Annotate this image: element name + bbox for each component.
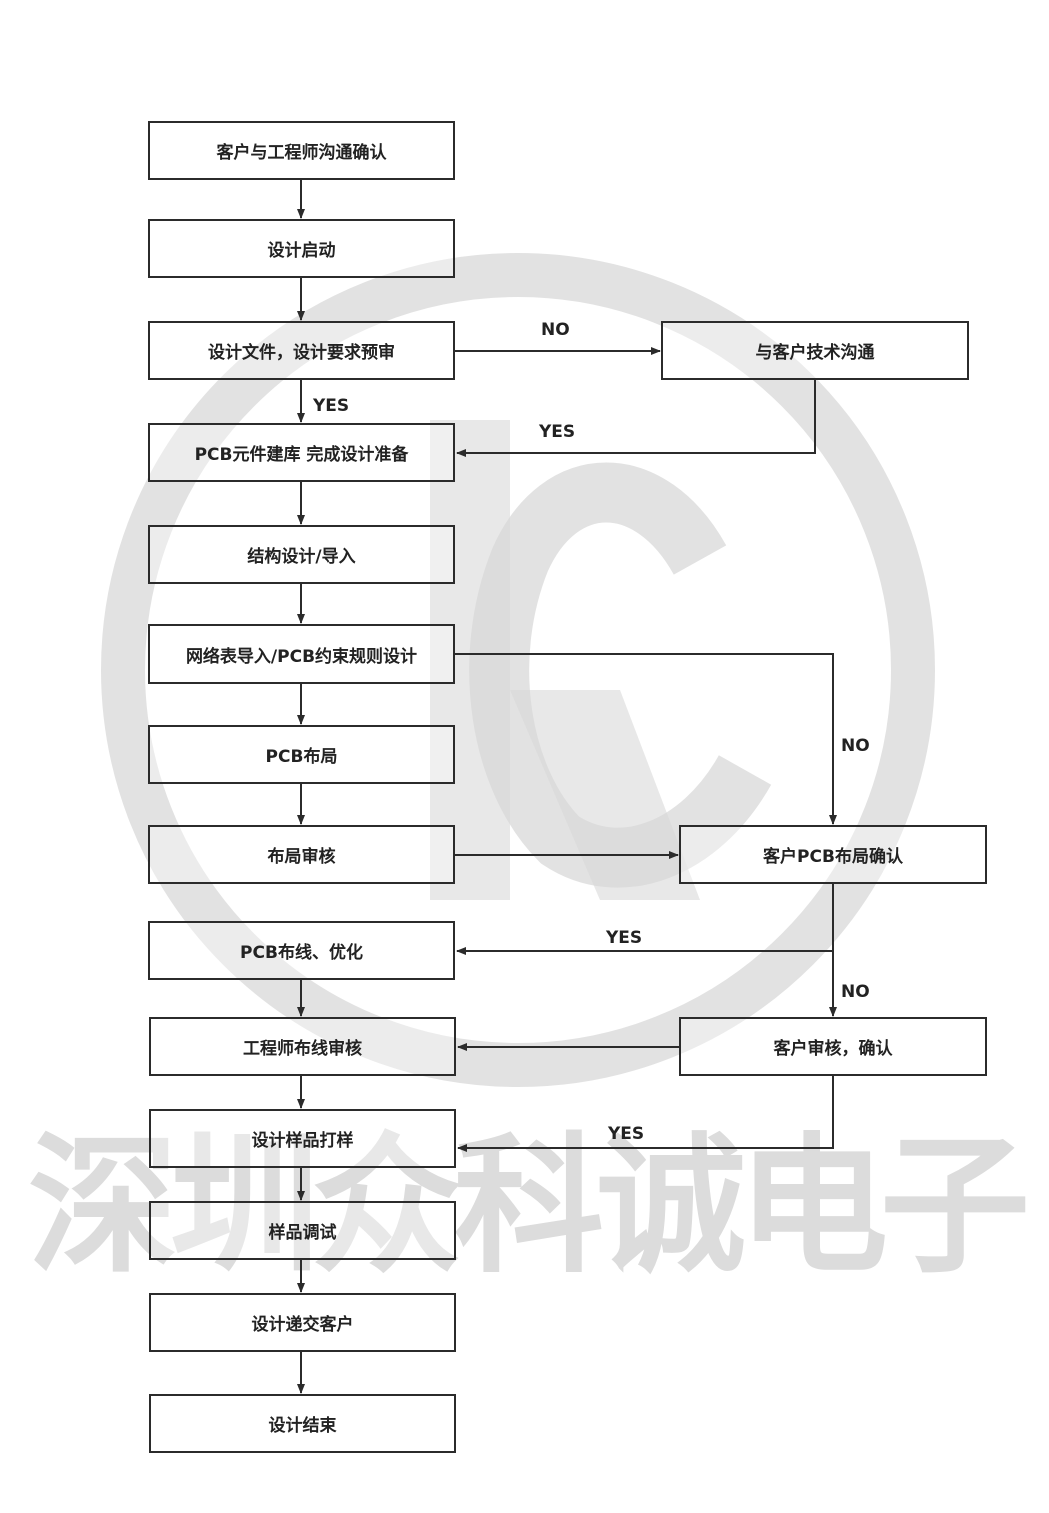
node-netlist: 网络表导入/PCB约束规则设计	[148, 624, 455, 684]
node-proto: 设计样品打样	[149, 1109, 456, 1168]
label-customer-review-yes: YES	[608, 1124, 645, 1144]
node-struct-design: 结构设计/导入	[148, 525, 455, 584]
node-end: 设计结束	[149, 1394, 456, 1453]
node-tech-comm: 与客户技术沟通	[661, 321, 969, 380]
node-routing: PCB布线、优化	[148, 921, 455, 980]
node-design-start: 设计启动	[148, 219, 455, 278]
node-customer-layout-confirm: 客户PCB布局确认	[679, 825, 987, 884]
node-lib-build: PCB元件建库 完成设计准备	[148, 423, 455, 482]
edge-layout-confirm-to-routing	[456, 884, 834, 955]
node-routing-review: 工程师布线审核	[149, 1017, 456, 1076]
label-layout-confirm-no: NO	[841, 982, 870, 1002]
node-debug: 样品调试	[149, 1201, 456, 1260]
node-comm-confirm: 客户与工程师沟通确认	[148, 121, 455, 180]
label-netlist-no: NO	[841, 736, 870, 756]
edge-netlist-to-layout-confirm	[455, 653, 837, 825]
label-techcomm-yes: YES	[539, 422, 576, 442]
node-pre-review: 设计文件，设计要求预审	[148, 321, 455, 380]
edge-techcomm-to-lib	[456, 380, 816, 457]
label-prereview-no: NO	[541, 320, 570, 340]
edge-customer-review-to-proto	[457, 1076, 834, 1152]
label-prereview-yes: YES	[313, 396, 350, 416]
label-layout-confirm-yes: YES	[606, 928, 643, 948]
node-layout: PCB布局	[148, 725, 455, 784]
node-customer-review: 客户审核，确认	[679, 1017, 987, 1076]
node-layout-review: 布局审核	[148, 825, 455, 884]
node-deliver: 设计递交客户	[149, 1293, 456, 1352]
